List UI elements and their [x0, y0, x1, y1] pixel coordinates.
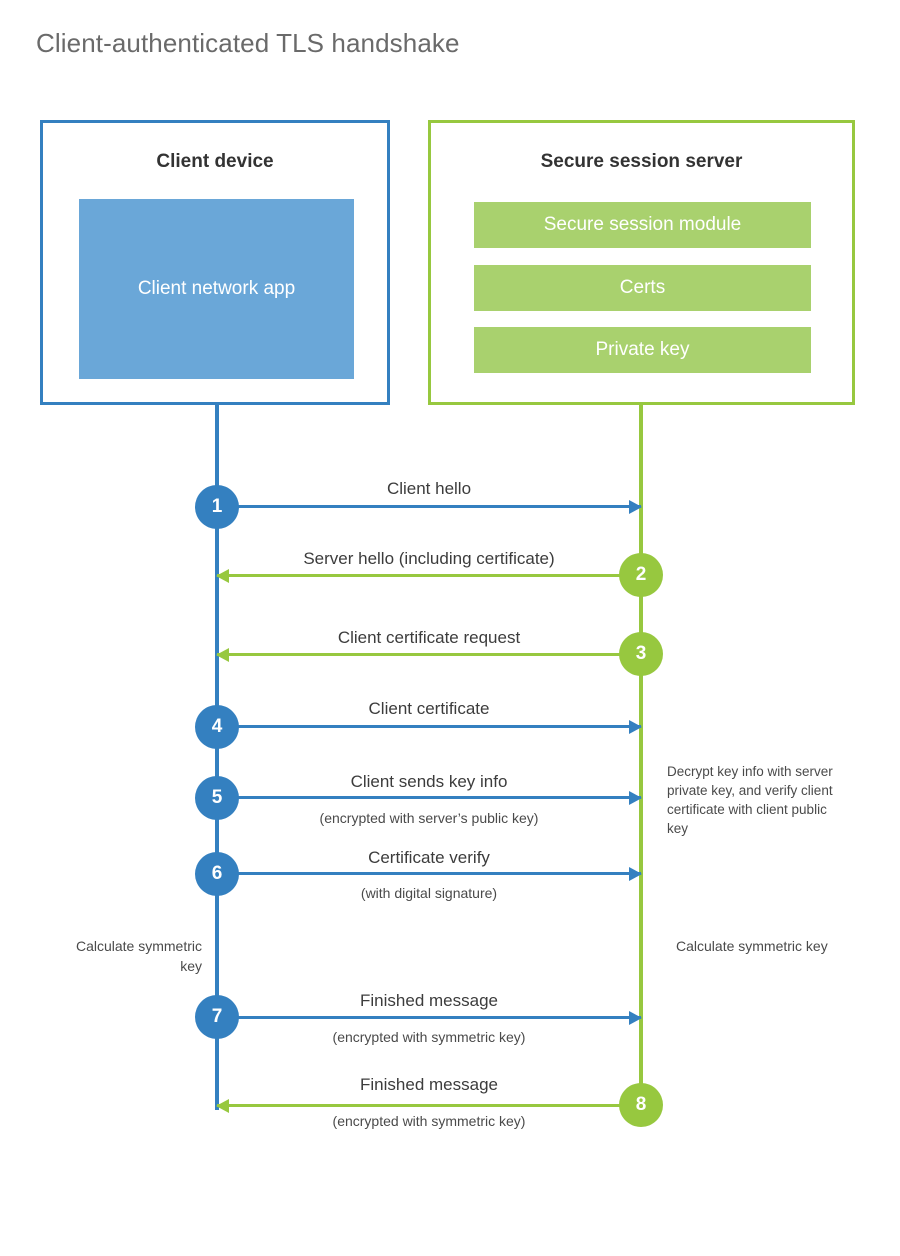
message-label-step-3: Client certificate request [337, 628, 521, 647]
arrow-step-2 [216, 568, 641, 583]
client-device-box: Client device Client network app [40, 120, 390, 405]
arrow-step-1 [217, 499, 642, 514]
step-marker-1: 1 [195, 485, 239, 529]
secure-session-server-title: Secure session server [540, 151, 743, 172]
page-title: Client-authenticated TLS handshake [36, 28, 460, 58]
message-sublabel-step-8: (encrypted with symmetric key) [332, 1113, 526, 1129]
step-marker-3: 3 [619, 632, 663, 676]
server-lifeline [639, 405, 643, 1105]
arrowhead-right-icon [629, 1010, 642, 1025]
client-network-app-block: Client network app [79, 199, 354, 379]
step-marker-5: 5 [195, 776, 239, 820]
note-client-calculate-symmetric-key: Calculate symmetric key [75, 938, 202, 974]
arrow-step-7 [217, 1010, 642, 1025]
client-lifeline [215, 405, 219, 1110]
arrow-step-8 [216, 1098, 641, 1113]
arrow-step-4 [217, 719, 642, 734]
message-label-step-1: Client hello [386, 479, 472, 498]
message-label-step-5: Client sends key info [350, 772, 508, 791]
message-label-step-2: Server hello (including certificate) [303, 549, 555, 568]
step-marker-7: 7 [195, 995, 239, 1039]
arrowhead-right-icon [629, 719, 642, 734]
message-label-step-8: Finished message [360, 1075, 498, 1094]
arrow-step-5 [217, 790, 642, 805]
secure-session-server-box: Secure session server Secure session mod… [428, 120, 855, 405]
message-sublabel-step-7: (encrypted with symmetric key) [332, 1029, 526, 1045]
arrowhead-left-icon [216, 568, 229, 583]
server-component-secure-session-module: Secure session module [474, 202, 811, 248]
arrowhead-right-icon [629, 790, 642, 805]
arrow-step-6 [217, 866, 642, 881]
arrowhead-left-icon [216, 1098, 229, 1113]
message-label-step-7: Finished message [360, 991, 498, 1010]
step-marker-2: 2 [619, 553, 663, 597]
message-sublabel-step-5: (encrypted with server’s public key) [319, 810, 539, 826]
step-marker-8: 8 [619, 1083, 663, 1127]
message-label-step-4: Client certificate [368, 699, 490, 718]
client-device-title: Client device [156, 151, 274, 172]
message-sublabel-step-6: (with digital signature) [360, 885, 498, 901]
note-server-calculate-symmetric-key: Calculate symmetric key [676, 938, 828, 954]
server-component-private-key: Private key [474, 327, 811, 373]
note-decrypt-key-info: Decrypt key info with server private key… [667, 764, 833, 837]
step-marker-4: 4 [195, 705, 239, 749]
message-label-step-6: Certificate verify [368, 848, 490, 867]
arrow-step-3 [216, 647, 641, 662]
step-marker-6: 6 [195, 852, 239, 896]
arrowhead-left-icon [216, 647, 229, 662]
arrowhead-right-icon [629, 499, 642, 514]
arrowhead-right-icon [629, 866, 642, 881]
server-component-certs: Certs [474, 265, 811, 311]
